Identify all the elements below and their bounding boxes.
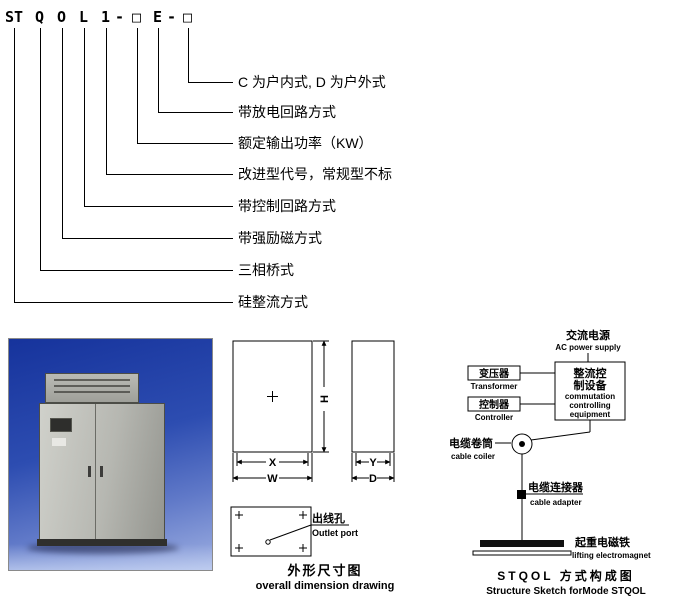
code-label: 硅整流方式 xyxy=(238,294,308,310)
cabinet-display-panel xyxy=(50,418,72,432)
model-code-diagram: ST Q O L 1 - □ E - □ C 为户内式, D 为户外式 带放电回… xyxy=(5,8,392,310)
controller-label-zh: 控制器 xyxy=(479,398,510,411)
code-placeholder-box: □ xyxy=(183,8,193,26)
sketch-caption-en: Structure Sketch forMode STQOL xyxy=(486,586,645,597)
dimension-caption-zh: 外形尺寸图 xyxy=(286,563,362,578)
top-view-outline xyxy=(230,506,312,557)
code-label: 带放电回路方式 xyxy=(238,104,336,120)
adapter-label-en: cable adapter xyxy=(530,498,582,507)
code-segment: L xyxy=(79,8,89,26)
cabinet-body xyxy=(39,403,165,540)
cabinet-nameplate xyxy=(52,438,66,446)
lifted-plate xyxy=(472,550,572,556)
dim-label-x: X xyxy=(269,457,277,469)
rectifier-label-en3: equipment xyxy=(570,410,611,419)
outlet-hole xyxy=(265,539,271,545)
code-label: 改进型代号，常规型不标 xyxy=(238,166,392,182)
coiler-label-zh: 电缆卷筒 xyxy=(449,436,493,450)
code-segment: ST xyxy=(5,8,24,26)
cabinet-base xyxy=(37,539,167,546)
front-view-outline xyxy=(232,340,313,453)
cable xyxy=(530,431,591,441)
magnet-label-en: lifting electromagnet xyxy=(572,551,651,560)
dimension-drawing: H X W Y D 出线孔 Outlet port 外形尺寸图 overall … xyxy=(230,340,395,592)
code-connector xyxy=(137,28,233,144)
outlet-leader-line xyxy=(269,524,312,541)
electromagnet-body xyxy=(480,540,564,547)
code-segment: O xyxy=(57,8,67,26)
outlet-label-zh: 出线孔 xyxy=(312,511,345,525)
side-view-outline xyxy=(351,340,395,453)
code-label: 带强励磁方式 xyxy=(238,230,322,246)
code-connector xyxy=(62,28,233,239)
cabinet-handle-left xyxy=(87,466,91,477)
code-connector xyxy=(14,28,233,303)
code-segment: Q xyxy=(35,8,45,26)
cable-adapter-symbol xyxy=(517,490,526,499)
adapter-label-zh: 电缆连接器 xyxy=(528,480,584,494)
code-connector xyxy=(40,28,233,271)
dim-label-w: W xyxy=(267,473,278,485)
code-segment: - xyxy=(115,8,125,26)
cabinet-handle-right xyxy=(99,466,103,477)
code-placeholder-box: □ xyxy=(132,8,142,26)
code-label: 带控制回路方式 xyxy=(238,198,336,214)
cabinet-top-unit xyxy=(45,373,139,403)
outlet-label-en: Outlet port xyxy=(312,528,358,538)
code-segment: - xyxy=(167,8,177,26)
code-connector xyxy=(106,28,233,175)
cabinet-door-split xyxy=(94,404,96,539)
ac-power-label-en: AC power supply xyxy=(555,343,621,352)
dimension-caption-en: overall dimension drawing xyxy=(256,580,395,592)
rectifier-label-en1: commutation xyxy=(565,392,615,401)
code-connector xyxy=(188,28,233,83)
coiler-label-en: cable coiler xyxy=(451,452,495,461)
dim-label-h: H xyxy=(319,395,331,403)
magnet-label-zh: 起重电磁铁 xyxy=(574,535,630,549)
cabinet-photo xyxy=(8,338,213,571)
sketch-caption-zh: STQOL 方式构成图 xyxy=(497,568,634,583)
rectifier-label-zh2: 制设备 xyxy=(574,378,608,392)
photo-floor xyxy=(9,544,212,570)
controller-label-en: Controller xyxy=(475,413,513,422)
code-connector xyxy=(158,28,233,113)
dim-label-y: Y xyxy=(369,457,377,469)
rectifier-label-zh1: 整流控 xyxy=(573,366,607,380)
rectifier-label-en2: controlling xyxy=(569,401,610,410)
transformer-label-en: Transformer xyxy=(471,382,518,391)
code-connector xyxy=(84,28,233,207)
structure-sketch: 交流电源 AC power supply 整流控 制设备 commutation… xyxy=(449,328,651,597)
dim-label-d: D xyxy=(369,473,377,485)
corner-marks xyxy=(235,511,307,552)
cable-coiler-hub xyxy=(519,441,525,447)
ac-power-label-zh: 交流电源 xyxy=(566,328,610,342)
transformer-label-zh: 变压器 xyxy=(479,367,510,380)
code-label: 额定输出功率（KW） xyxy=(238,135,373,151)
code-label: C 为户内式, D 为户外式 xyxy=(238,74,386,90)
code-segment: 1 xyxy=(101,8,111,26)
cabinet-vents xyxy=(54,379,130,397)
code-label: 三相桥式 xyxy=(238,262,294,278)
code-segment: E xyxy=(153,8,163,26)
